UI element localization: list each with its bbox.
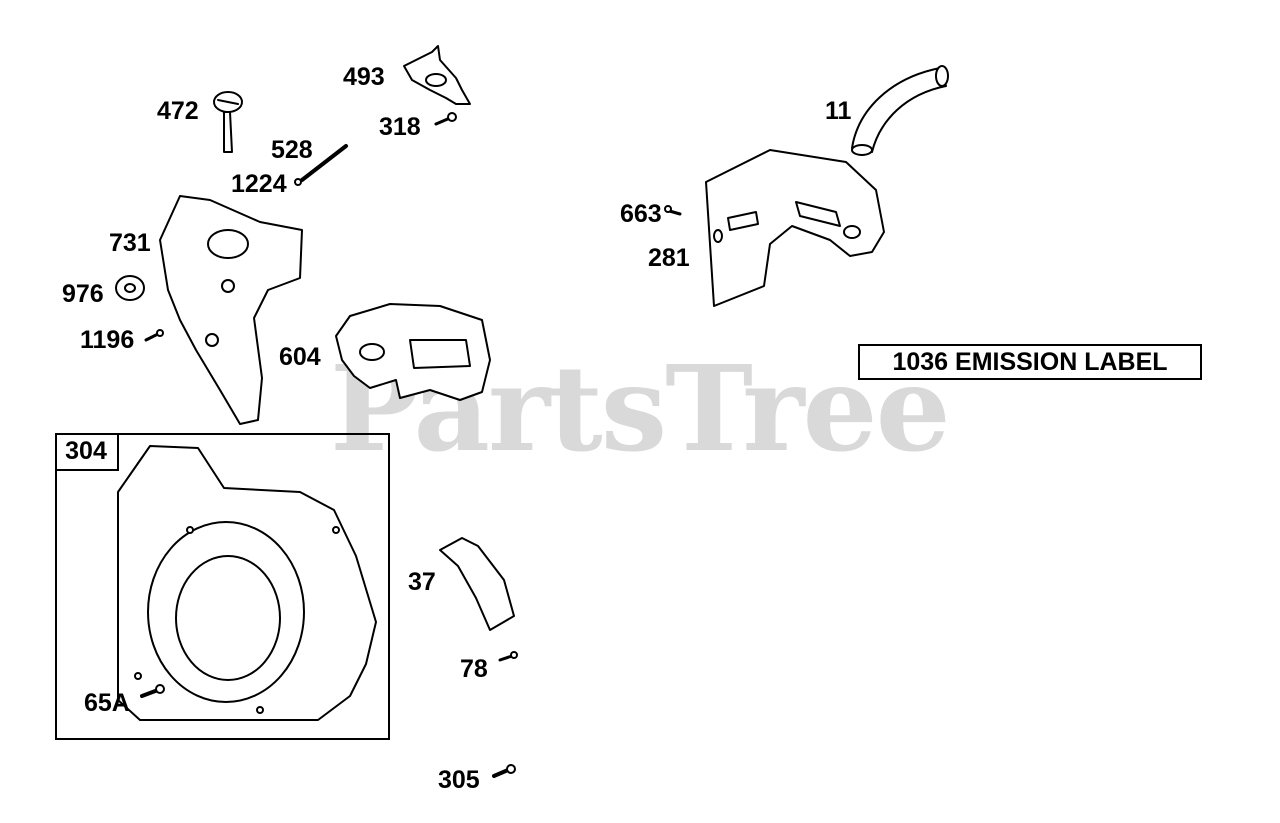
callout-304-tag[interactable]: 304 <box>55 433 119 471</box>
callout-65a[interactable]: 65A <box>84 689 130 717</box>
callout-604[interactable]: 604 <box>279 343 321 371</box>
part-78-screw[interactable] <box>498 651 518 662</box>
callout-1196[interactable]: 1196 <box>80 326 135 354</box>
callout-528[interactable]: 528 <box>271 136 313 164</box>
part-37-plate[interactable] <box>439 537 515 631</box>
callout-37[interactable]: 37 <box>408 568 436 596</box>
callout-11[interactable]: 11 <box>825 97 852 125</box>
callout-731[interactable]: 731 <box>109 229 151 257</box>
part-731-cover[interactable] <box>159 195 303 425</box>
part-528-tube[interactable] <box>300 144 348 182</box>
part-976-grommet[interactable] <box>115 275 145 301</box>
part-663-screw[interactable] <box>664 205 682 216</box>
part-304-housing[interactable] <box>117 445 377 721</box>
part-305-screw[interactable] <box>492 764 516 778</box>
emission-label-text: 1036 EMISSION LABEL <box>892 347 1168 376</box>
callout-318[interactable]: 318 <box>379 113 421 141</box>
callout-976[interactable]: 976 <box>62 280 104 308</box>
callout-472[interactable]: 472 <box>157 97 199 125</box>
part-472-cap[interactable] <box>213 91 243 153</box>
part-1224-clamp[interactable] <box>294 178 302 186</box>
callout-305[interactable]: 305 <box>438 766 480 794</box>
emission-label-box[interactable]: 1036 EMISSION LABEL <box>858 344 1202 380</box>
part-604-baffle[interactable] <box>335 303 491 401</box>
callout-493[interactable]: 493 <box>343 63 385 91</box>
group-304-box <box>55 433 390 740</box>
part-11-hose[interactable] <box>851 65 949 156</box>
part-1196-screw[interactable] <box>144 329 164 342</box>
callout-663[interactable]: 663 <box>620 200 662 228</box>
part-281-shield[interactable] <box>705 149 885 307</box>
callout-281[interactable]: 281 <box>648 244 690 272</box>
callout-78[interactable]: 78 <box>460 655 488 683</box>
part-493-bracket[interactable] <box>403 45 471 105</box>
part-65a-screw[interactable] <box>140 684 165 698</box>
part-318-screw[interactable] <box>434 112 457 126</box>
callout-1224[interactable]: 1224 <box>231 170 287 198</box>
callout-304: 304 <box>65 436 107 465</box>
